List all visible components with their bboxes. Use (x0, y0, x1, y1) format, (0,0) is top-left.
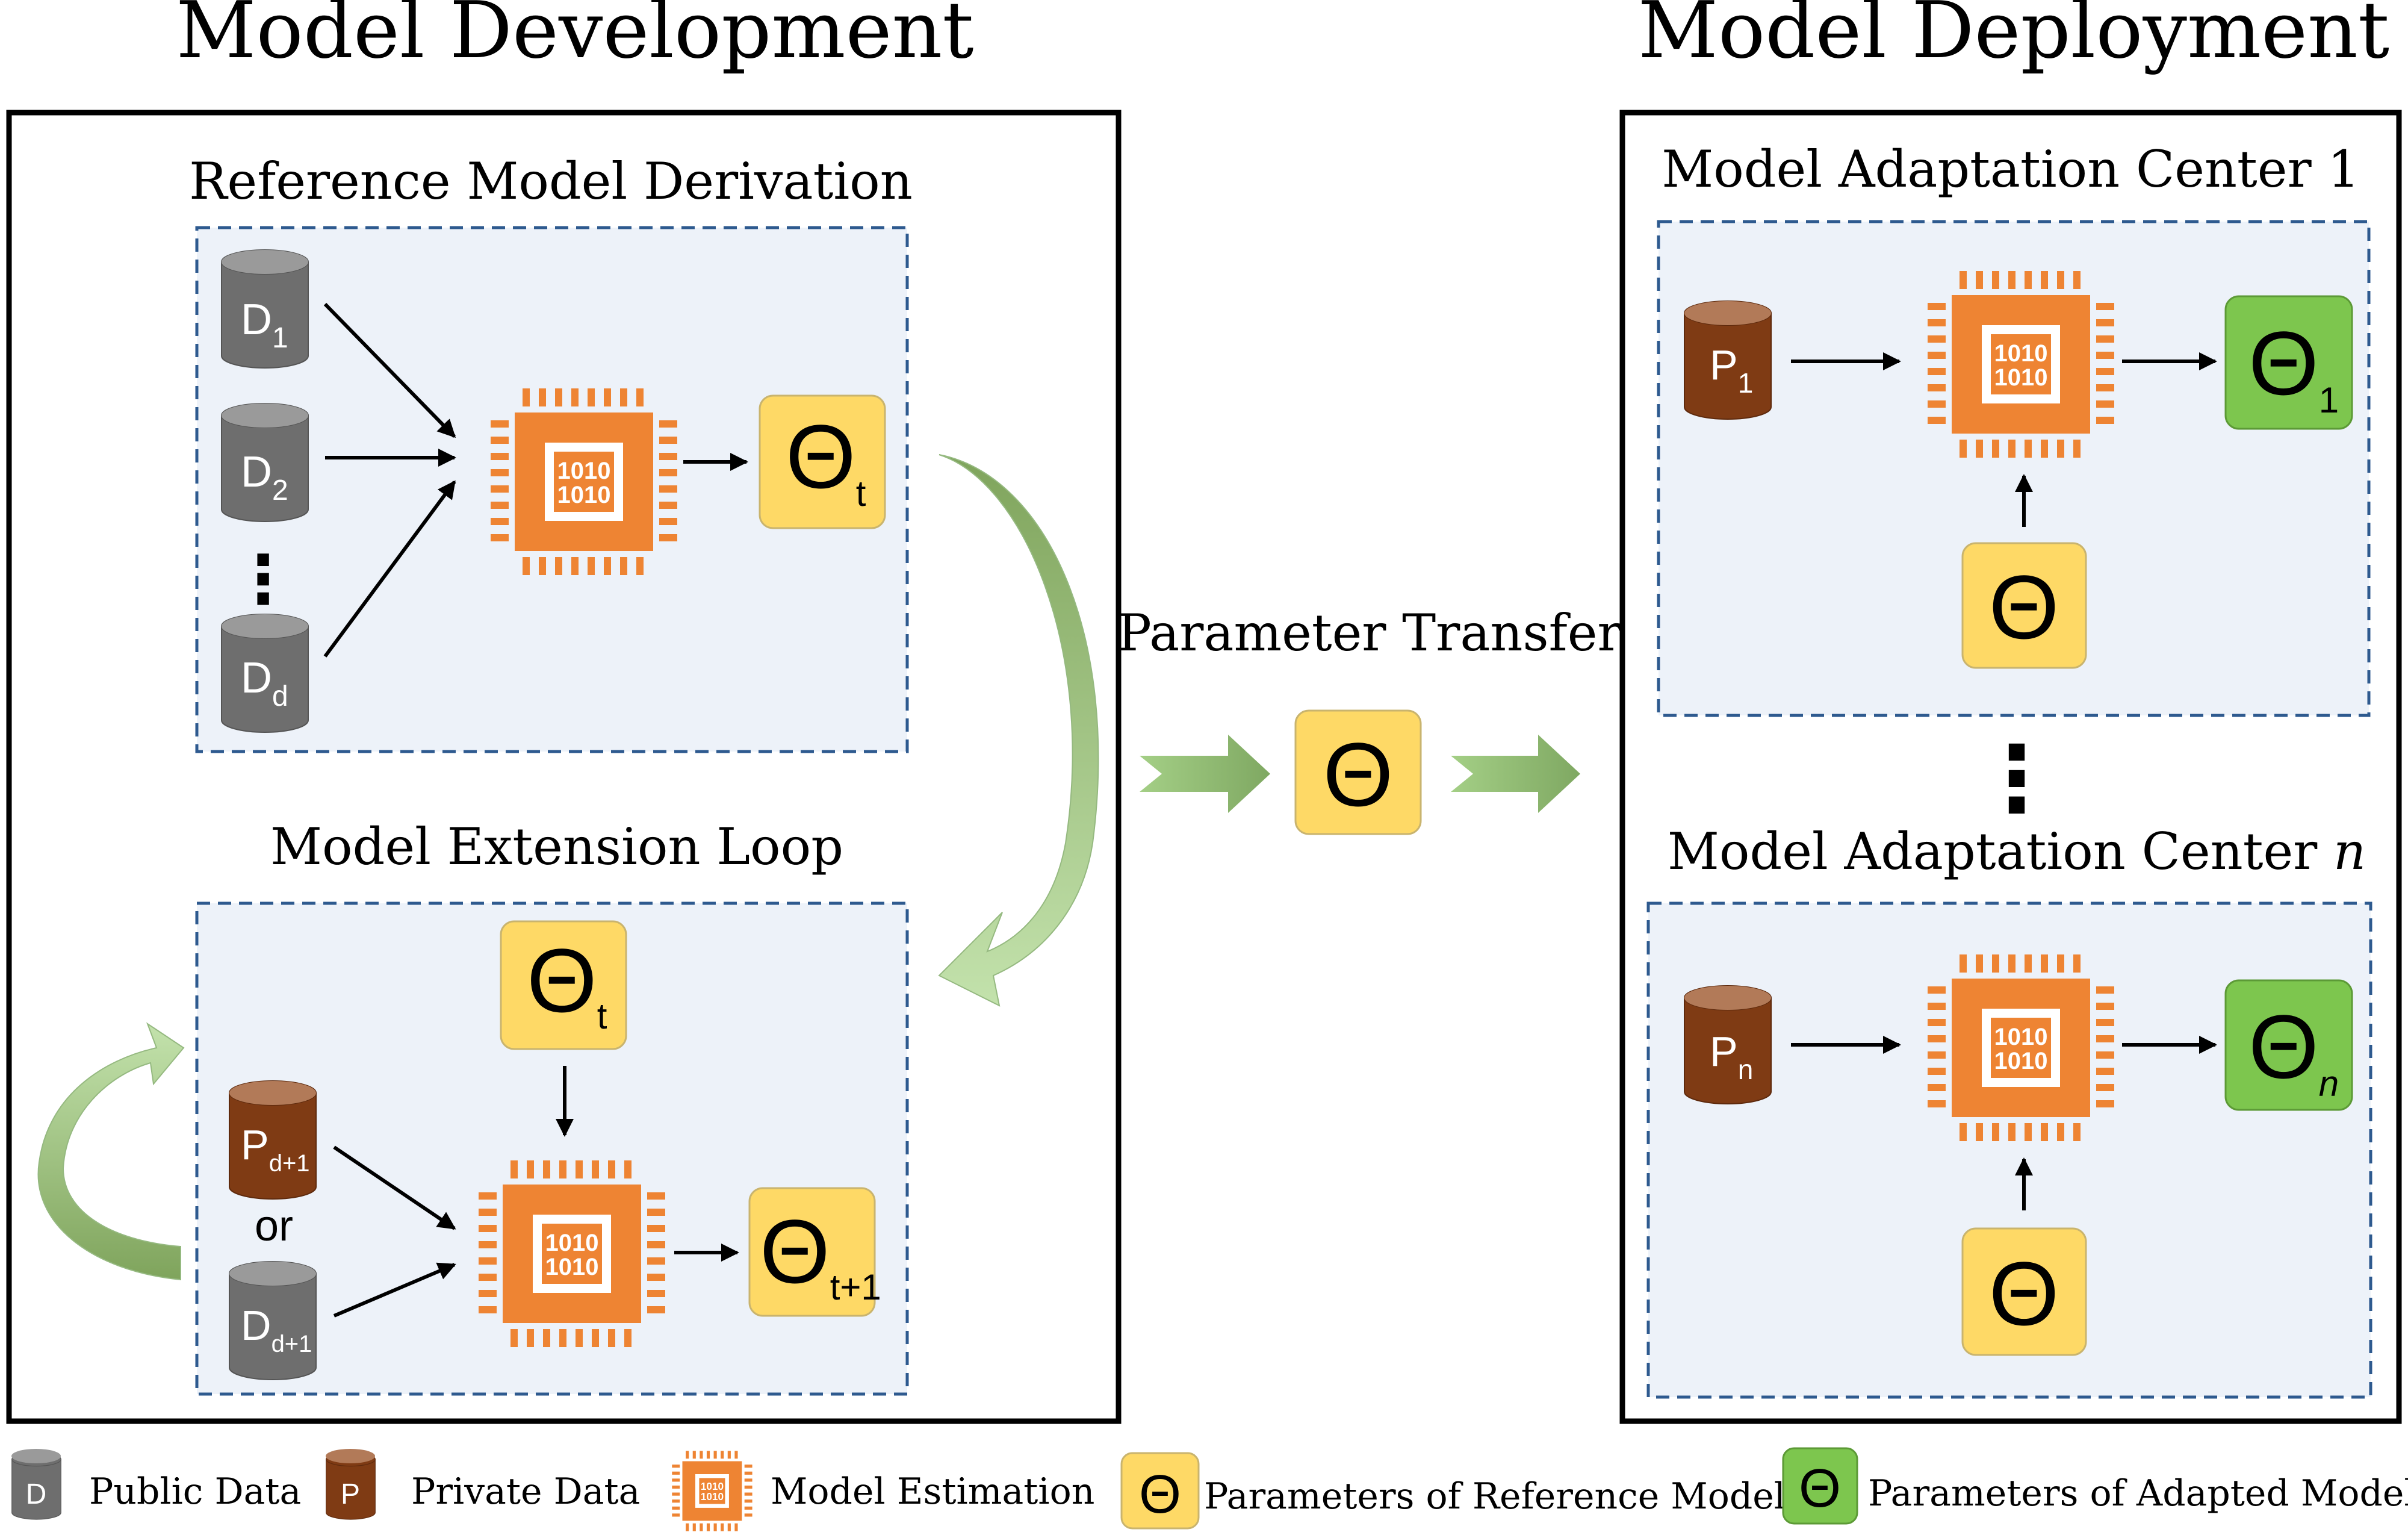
center1-param-theta: Θ (1961, 542, 2087, 669)
chip-binary-text: 1010 (545, 1230, 599, 1256)
legend-reference-params: Θ Parameters of Reference Model (1120, 1452, 1786, 1530)
chip-binary-text: 1010 (545, 1254, 599, 1280)
parameter-transfer-label: Parameter Transfer (1117, 603, 1622, 662)
svg-text:P1: P1 (1710, 341, 1753, 399)
reference-params-theta-t: Θt (759, 394, 886, 529)
curve-arrow-down (938, 454, 1099, 1007)
private-data-pd1: Pd+1 (229, 1080, 317, 1200)
chip-binary-text: 1010 (557, 458, 611, 484)
svg-text:Θ: Θ (1989, 556, 2059, 658)
transfer-arrow-right (1451, 735, 1580, 813)
legend-adapted-params-label: Parameters of Adapted Model (1868, 1472, 2408, 1515)
transfer-arrow-left (1140, 735, 1270, 813)
svg-text:D1: D1 (241, 296, 288, 354)
curve-arrow-loop (37, 1022, 185, 1281)
legend-reference-params-label: Parameters of Reference Model (1204, 1475, 1786, 1518)
chip-binary-text: 1010 (1994, 1024, 2048, 1050)
svg-text:Θt+1: Θt+1 (760, 1201, 881, 1307)
legend-private-data-label: Private Data (411, 1471, 640, 1513)
reference-panel-title: Reference Model Derivation (189, 152, 913, 211)
transfer-theta: Θ (1294, 709, 1422, 835)
svg-text:Θ: Θ (1799, 1459, 1841, 1519)
public-data-d2: D2 (221, 403, 309, 522)
svg-text:P: P (341, 1478, 360, 1510)
svg-text:Pd+1: Pd+1 (241, 1121, 310, 1177)
legend-private-data: P Private Data (326, 1449, 640, 1520)
centern-title: Model Adaptation Center n (1668, 822, 2366, 881)
extension-panel: Model Extension Loop Θt Pd+1 or Dd+1 (195, 817, 909, 1396)
development-title: Model Development (176, 0, 973, 76)
svg-text:D2: D2 (241, 448, 288, 506)
public-data-dd: Dd (221, 614, 309, 733)
centers-ellipsis: ⋮ (1972, 728, 2062, 829)
svg-text:Θt: Θt (786, 406, 866, 514)
private-data-pn: Pn (1684, 985, 1772, 1104)
chip-binary-text: 1010 (1994, 364, 2048, 391)
private-data-p1: P1 (1684, 300, 1772, 420)
legend-public-data-label: Public Data (89, 1471, 301, 1513)
svg-text:D: D (26, 1478, 47, 1510)
adapted-params-theta-1: Θ1 (2224, 295, 2353, 430)
extension-panel-title: Model Extension Loop (270, 817, 843, 876)
legend-public-data: D Public Data (11, 1449, 301, 1520)
chip-binary-text: 1010 (557, 482, 611, 508)
svg-text:Θ: Θ (1989, 1243, 2059, 1344)
chip-binary-text: 1010 (701, 1490, 724, 1502)
reference-panel: Reference Model Derivation D1 D2 ⋮ Dd (189, 152, 913, 753)
extension-params-theta-t1: Θt+1 (748, 1187, 881, 1317)
legend-model-estimation-label: Model Estimation (771, 1471, 1094, 1513)
public-data-d1: D1 (221, 249, 309, 369)
svg-text:Θ: Θ (1323, 724, 1394, 825)
svg-text:Θt: Θt (527, 930, 607, 1036)
svg-text:Dd+1: Dd+1 (241, 1302, 312, 1357)
svg-text:Θn: Θn (2248, 996, 2339, 1104)
deployment-title: Model Deployment (1638, 0, 2389, 76)
center1-title: Model Adaptation Center 1 (1662, 140, 2360, 199)
chip-binary-text: 1010 (1994, 1048, 2048, 1074)
adapted-params-theta-n: Θn (2224, 979, 2353, 1111)
svg-text:Θ1: Θ1 (2248, 313, 2339, 420)
svg-text:Θ: Θ (1139, 1465, 1181, 1525)
chip-binary-text: 1010 (701, 1480, 724, 1492)
centern-param-theta: Θ (1961, 1227, 2087, 1356)
legend-adapted-params: Θ Parameters of Adapted Model (1782, 1447, 2408, 1525)
svg-text:Dd: Dd (241, 654, 288, 712)
chip-binary-text: 1010 (1994, 340, 2048, 367)
public-data-dd1: Dd+1 (229, 1261, 317, 1380)
reference-ellipsis: ⋮ (230, 543, 296, 617)
or-label: or (255, 1202, 293, 1250)
svg-text:Pn: Pn (1710, 1028, 1753, 1085)
extension-params-theta-t: Θt (500, 920, 627, 1050)
